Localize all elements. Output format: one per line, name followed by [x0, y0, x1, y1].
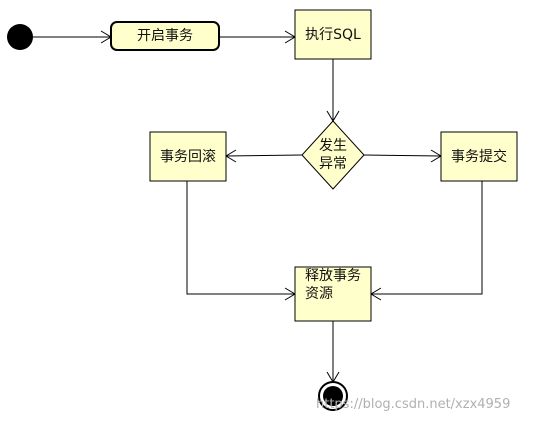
edge-decision-to-commit	[363, 149, 442, 163]
edge-decision-to-rollback	[225, 149, 303, 163]
edge-execute-to-decision	[326, 59, 340, 122]
edge-start-to-execute	[219, 30, 296, 44]
edge-rollback-to-release	[186, 181, 296, 301]
execute-sql-node	[294, 9, 372, 60]
watermark-text: https://blog.csdn.net/xzx4959	[316, 397, 511, 412]
rollback-node	[149, 131, 227, 182]
edge-commit-to-release	[370, 181, 483, 301]
final-node	[318, 381, 348, 411]
initial-node	[7, 24, 33, 50]
edge-initial-to-start	[33, 30, 112, 44]
edge-release-to-final	[326, 321, 340, 383]
exception-decision-node	[301, 120, 365, 190]
commit-node	[440, 131, 518, 182]
start-transaction-node	[110, 21, 220, 51]
release-resources-node	[294, 266, 372, 322]
